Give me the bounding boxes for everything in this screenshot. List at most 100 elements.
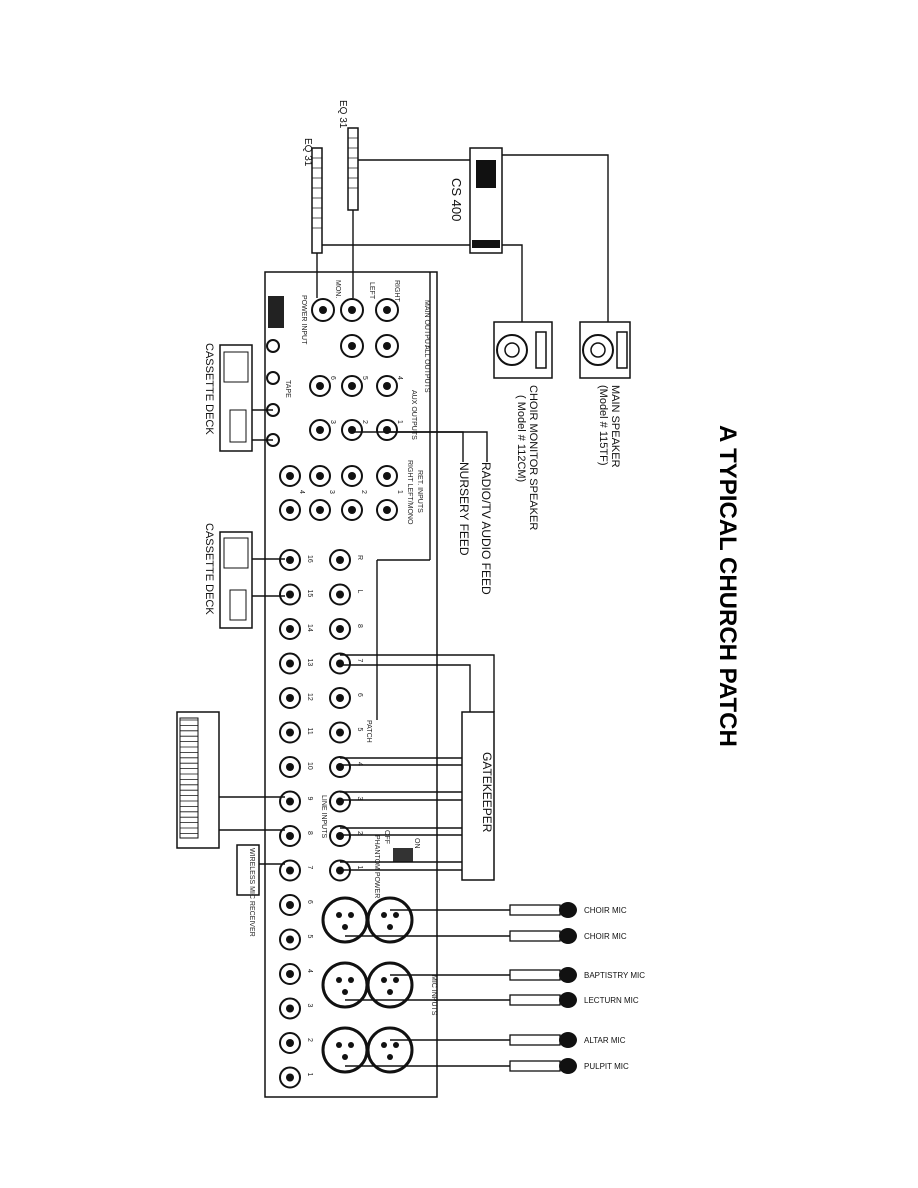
line-input-jack-4 — [279, 963, 301, 985]
line-inputs-label: LINE INPUTS — [320, 795, 327, 839]
line-number-15: 15 — [306, 590, 313, 598]
eq-top-unit — [347, 127, 359, 211]
line-number-5: 5 — [306, 935, 313, 939]
line-input-jack-13 — [279, 652, 301, 675]
aux-number-1: 5 — [361, 376, 368, 380]
diagram-title: A TYPICAL CHURCH PATCH — [714, 425, 741, 747]
eq-ticks — [312, 137, 358, 229]
line-number-10: 10 — [306, 762, 313, 770]
phantom-on-label: ON — [413, 838, 420, 849]
line-input-jack-8 — [279, 825, 301, 847]
choir-monitor-model: ( Model # 112CM) — [515, 395, 527, 482]
choir-monitor-speaker — [493, 321, 553, 379]
patch-jack-7 — [329, 652, 351, 675]
ret-jacks: 4 3 2 1 — [279, 465, 403, 521]
aux-jack-1 — [376, 419, 398, 441]
power-label: POWER INPUT — [300, 295, 307, 345]
ret-jack-0 — [376, 465, 398, 487]
mic-2: BAPTISTRY MIC — [509, 967, 645, 983]
ret-jack-7 — [279, 499, 301, 521]
cassette-deck-bottom — [219, 531, 253, 629]
line-input-jack-11 — [279, 721, 301, 744]
keyboard — [176, 711, 220, 849]
line-number-1: 1 — [306, 1073, 313, 1077]
patch-jack-L — [329, 583, 351, 606]
wireless-label: WIRELESS MIC RECEIVER — [248, 848, 255, 937]
patch-number-4: 6 — [356, 693, 363, 697]
cassette-deck-1-label: CASSETTE DECK — [203, 343, 215, 435]
aux-jack-4 — [376, 375, 398, 397]
aux-jack-2 — [341, 419, 363, 441]
cs400-label: CS 400 — [449, 178, 464, 221]
mic-1: CHOIR MIC — [509, 928, 627, 944]
ret-jack-1 — [341, 465, 363, 487]
ret-number-2: 2 — [360, 490, 367, 494]
line-number-8: 8 — [306, 831, 313, 835]
line-number-11: 11 — [306, 728, 313, 735]
ret-number-0: 4 — [298, 490, 305, 494]
line-number-6: 6 — [306, 900, 313, 904]
line-number-12: 12 — [306, 693, 313, 701]
mon-label: MON. — [334, 280, 341, 298]
ret-jack-6 — [309, 499, 331, 521]
patch-jack-8 — [329, 618, 351, 640]
ret-sub-label: RIGHT LEFT/MONO — [406, 460, 413, 525]
cs400-foot — [472, 240, 500, 248]
tape-label: TAPE — [284, 380, 291, 398]
wires — [219, 154, 609, 1067]
mic-4: ALTAR MIC — [509, 1032, 626, 1048]
cassette-deck-2-label: CASSETTE DECK — [203, 523, 215, 615]
line-number-16: 16 — [306, 555, 313, 563]
line-number-9: 9 — [306, 797, 313, 801]
patch-number-2: 8 — [356, 624, 363, 628]
patch-jack-5 — [329, 721, 351, 744]
xlr-jack-5 — [321, 896, 369, 944]
line-number-7: 7 — [306, 866, 313, 870]
mic-5: PULPIT MIC — [509, 1058, 629, 1074]
aux-number-0: 4 — [396, 376, 403, 380]
main-speaker-model: (Model # 115TF) — [597, 385, 609, 466]
line-input-jack-5 — [279, 928, 301, 951]
right-label: RIGHT — [393, 280, 400, 303]
choir-monitor-label: CHOIR MONITOR SPEAKER — [527, 385, 539, 530]
patch-number-7: 3 — [356, 797, 363, 801]
ret-jack-4 — [376, 499, 398, 521]
aux-number-5: 3 — [329, 420, 336, 424]
left-label: LEFT — [368, 282, 375, 300]
ret-number-1: 3 — [328, 490, 335, 494]
eq-top-label: EQ 31 — [337, 100, 348, 129]
ret-number-3: 1 — [396, 490, 403, 494]
line-input-jack-3 — [279, 997, 301, 1020]
line-number-3: 3 — [306, 1004, 313, 1008]
mic-label-4: ALTAR MIC — [584, 1036, 626, 1045]
mic-label-0: CHOIR MIC — [584, 906, 627, 915]
mic-label-5: PULPIT MIC — [584, 1062, 629, 1071]
patch-jack-3 — [329, 790, 351, 813]
mic-inputs-label: MIC INPUTS — [430, 975, 437, 1016]
patch-number-3: 7 — [356, 659, 363, 663]
aux-number-4: 2 — [361, 420, 368, 424]
line-number-4: 4 — [306, 969, 313, 973]
patch-number-1: L — [356, 590, 363, 594]
phantom-switch — [393, 848, 413, 862]
line-number-14: 14 — [306, 624, 313, 632]
mixer-body — [264, 271, 438, 1098]
line-input-jack-9 — [279, 790, 301, 813]
patch-number-6: 4 — [356, 762, 363, 766]
gatekeeper-unit — [461, 711, 495, 881]
patch-jack-2 — [329, 825, 351, 847]
ret-jack-3 — [279, 465, 301, 487]
patch-jack-6 — [329, 687, 351, 709]
mic-label-1: CHOIR MIC — [584, 932, 627, 941]
nursery-feed-label: NURSERY FEED — [457, 462, 471, 556]
aux-outputs-label: AUX OUTPUTS — [410, 390, 417, 440]
aux-jack-5 — [341, 375, 363, 397]
aux-number-3: 1 — [396, 420, 403, 424]
patch-number-9: 1 — [356, 866, 363, 870]
line-number-13: 13 — [306, 659, 313, 667]
ret-inputs-label: RET. INPUTS — [416, 470, 423, 513]
aux-jack-6 — [309, 375, 331, 397]
all-outputs-label: ALL OUTPUTS — [423, 345, 430, 393]
